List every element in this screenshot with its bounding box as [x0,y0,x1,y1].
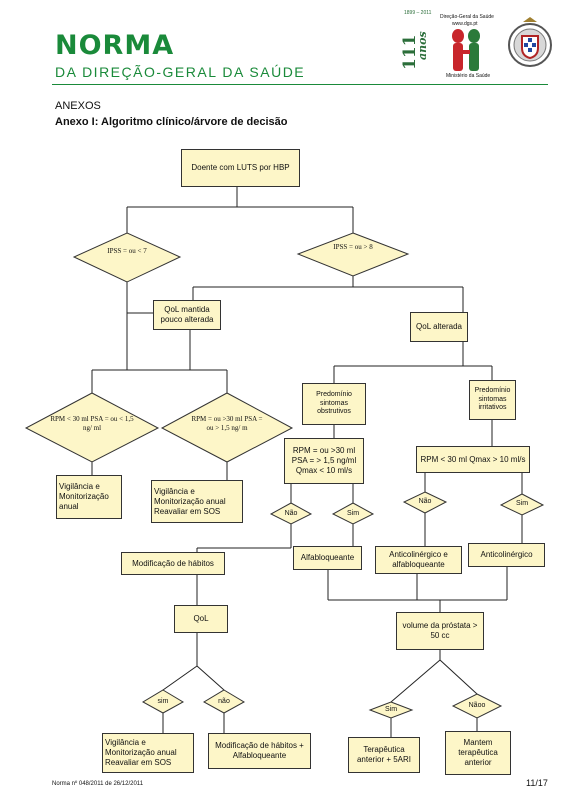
sim-diamond-2 [499,493,545,516]
anticol-node: Anticolinérgico [468,543,545,567]
naoo-label: Nãoo [468,702,486,709]
header-divider [52,84,548,85]
naoo-diamond [451,693,503,719]
rpm-high-diamond [160,392,294,463]
brand-title: NORMA [55,30,175,61]
rpm-low-node: RPM < 30 ml Qmax > 10 ml/s [416,446,530,473]
keep-therapy-node: Mantem terapêutica anterior [445,731,511,775]
brand-subtitle: DA DIREÇÃO-GERAL DA SAÚDE [55,64,306,80]
page-number: 11/17 [526,778,548,788]
habits-node: Modificação de hábitos [121,552,225,575]
logo-org: Direção-Geral da Saúde [440,14,494,20]
nao-diamond-2 [402,491,448,514]
qol-kept-node: QoL mantida pouco alterada [153,300,221,330]
rpm-low-label: RPM < 30 ml PSA = ou < 1,5 ng/ ml [50,415,134,433]
sim-diamond-3 [141,689,185,714]
logo-url: www.dgs.pt [452,21,478,27]
nao-diamond-3 [202,689,246,714]
rpm-low-diamond [24,392,160,463]
ipss-low-diamond [72,232,182,283]
vigilance-sos-node-2: Vigilância e Monitorização anual Reavali… [102,733,194,773]
figures-icon [452,29,480,71]
footer-norma: Norma nº 048/2011 de 26/12/2011 [52,781,144,787]
obstructive-node: Predomínio sintomas obstrutivos [302,383,366,425]
qol-node: QoL [174,605,228,633]
nao-label-3: não [218,698,230,705]
therapy-5ari-node: Terapêutica anterior + 5ARI [348,737,420,773]
ipss-high-diamond [296,232,410,277]
logo-ministry: Ministério da Saúde [446,73,491,79]
start-node: Doente com LUTS por HBP [181,149,300,187]
nao-diamond-1 [269,502,313,525]
ipss-low-label: IPSS = ou < 7 [107,247,147,255]
coat-of-arms-icon [508,17,552,67]
section-label: ANEXOS [55,100,101,112]
sim-label-4: Sim [384,706,398,713]
sim-label-2: Sim [515,500,529,507]
ipss-high-label: IPSS = ou > 8 [333,243,373,251]
sim-label-1: Sim [346,510,360,517]
volume-node: volume da próstata > 50 cc [396,612,484,650]
dgs-logo: 111 anos 1899 – 2011 Direção-Geral da Sa… [400,8,500,80]
rpm-high-node: RPM = ou >30 ml PSA = > 1,5 ng/ml Qmax <… [284,438,364,484]
anticol-alfa-node: Anticolinérgico e alfabloqueante [375,546,462,574]
nao-label-2: Não [418,498,432,505]
irritative-node: Predomínio sintomas irritativos [469,380,516,420]
vigilance-annual-node: Vigilância e Monitorização anual [56,475,122,519]
section-title: Anexo I: Algoritmo clínico/árvore de dec… [55,116,288,128]
rpm-high-label: RPM = ou >30 ml PSA = ou > 1,5 ng/ m [191,415,263,433]
sim-diamond-1 [331,502,375,525]
sim-label-3: sim [157,698,169,705]
vigilance-sos-node: Vigilância e Monitorização anual Reavali… [151,480,243,523]
habits-alfa-node: Modificação de hábitos + Alfabloqueante [208,733,311,769]
nao-label-1: Não [284,510,298,517]
sim-diamond-4 [368,701,414,719]
qol-altered-node: QoL alterada [410,312,468,342]
logo-years: 1899 – 2011 [404,10,432,16]
alfa-node: Alfabloqueante [293,546,362,570]
